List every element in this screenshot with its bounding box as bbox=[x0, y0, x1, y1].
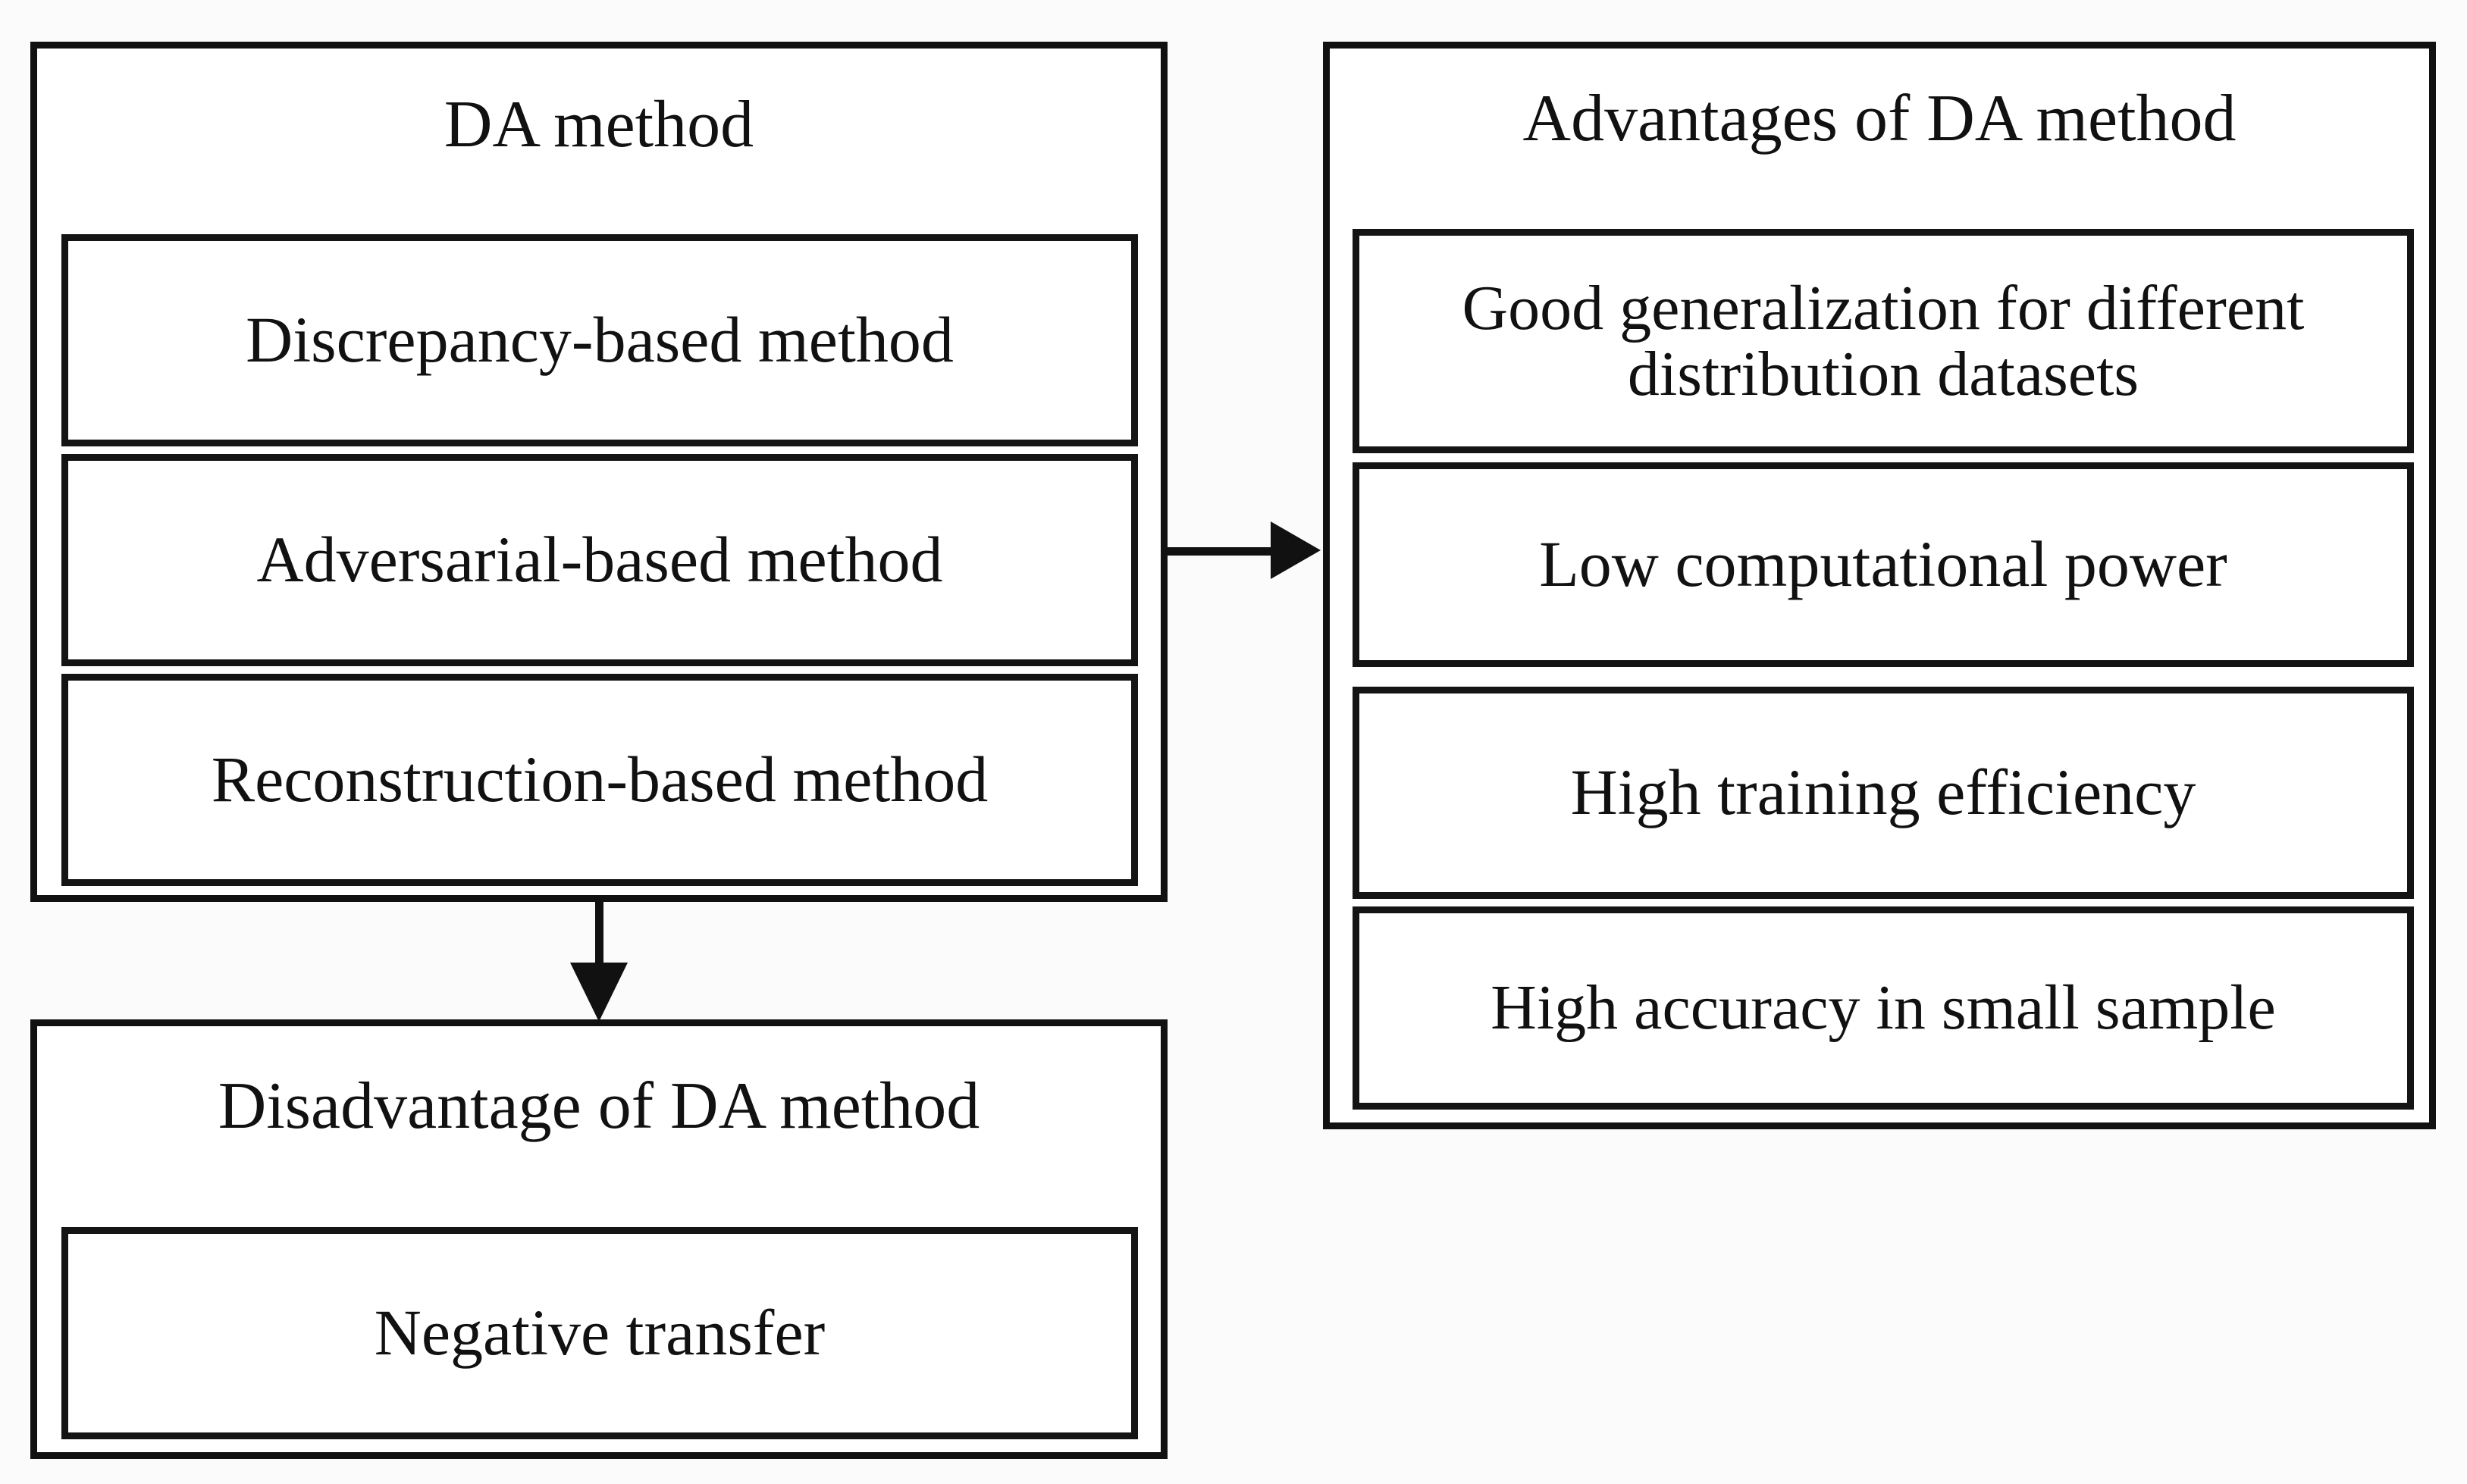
label-adversarial-based-method: Adversarial-based method bbox=[256, 523, 943, 596]
box-adversarial-based-method: Adversarial-based method bbox=[61, 454, 1138, 666]
arrow-right-line bbox=[1168, 547, 1281, 556]
label-low-computational-power: Low computational power bbox=[1539, 528, 2227, 601]
arrow-down-line bbox=[595, 902, 603, 982]
box-good-generalization: Good generalization for different distri… bbox=[1353, 229, 2414, 453]
box-high-accuracy-in-small-sample: High accuracy in small sample bbox=[1353, 906, 2414, 1110]
label-discrepancy-based-method: Discrepancy-based method bbox=[246, 303, 954, 377]
box-low-computational-power: Low computational power bbox=[1353, 462, 2414, 667]
group-da-method: DA method Discrepancy-based method Adver… bbox=[30, 42, 1168, 902]
group-title-advantages-of-da-method: Advantages of DA method bbox=[1522, 82, 2237, 155]
label-reconstruction-based-method: Reconstruction-based method bbox=[211, 743, 989, 816]
box-negative-transfer: Negative transfer bbox=[61, 1227, 1138, 1439]
box-discrepancy-based-method: Discrepancy-based method bbox=[61, 234, 1138, 446]
box-high-training-efficiency: High training efficiency bbox=[1353, 687, 2414, 899]
arrow-down-icon bbox=[570, 963, 628, 1022]
group-title-disadvantage-of-da-method: Disadvantage of DA method bbox=[218, 1069, 980, 1143]
label-high-accuracy-in-small-sample: High accuracy in small sample bbox=[1491, 972, 2276, 1044]
label-good-generalization: Good generalization for different distri… bbox=[1462, 272, 2305, 409]
group-disadvantage-of-da-method: Disadvantage of DA method Negative trans… bbox=[30, 1019, 1168, 1459]
group-advantages-of-da-method: Advantages of DA method Good generalizat… bbox=[1323, 42, 2436, 1129]
label-high-training-efficiency: High training efficiency bbox=[1570, 756, 2196, 829]
arrow-right-icon bbox=[1271, 521, 1321, 579]
label-negative-transfer: Negative transfer bbox=[374, 1296, 826, 1370]
group-title-da-method: DA method bbox=[444, 88, 754, 161]
box-reconstruction-based-method: Reconstruction-based method bbox=[61, 674, 1138, 886]
